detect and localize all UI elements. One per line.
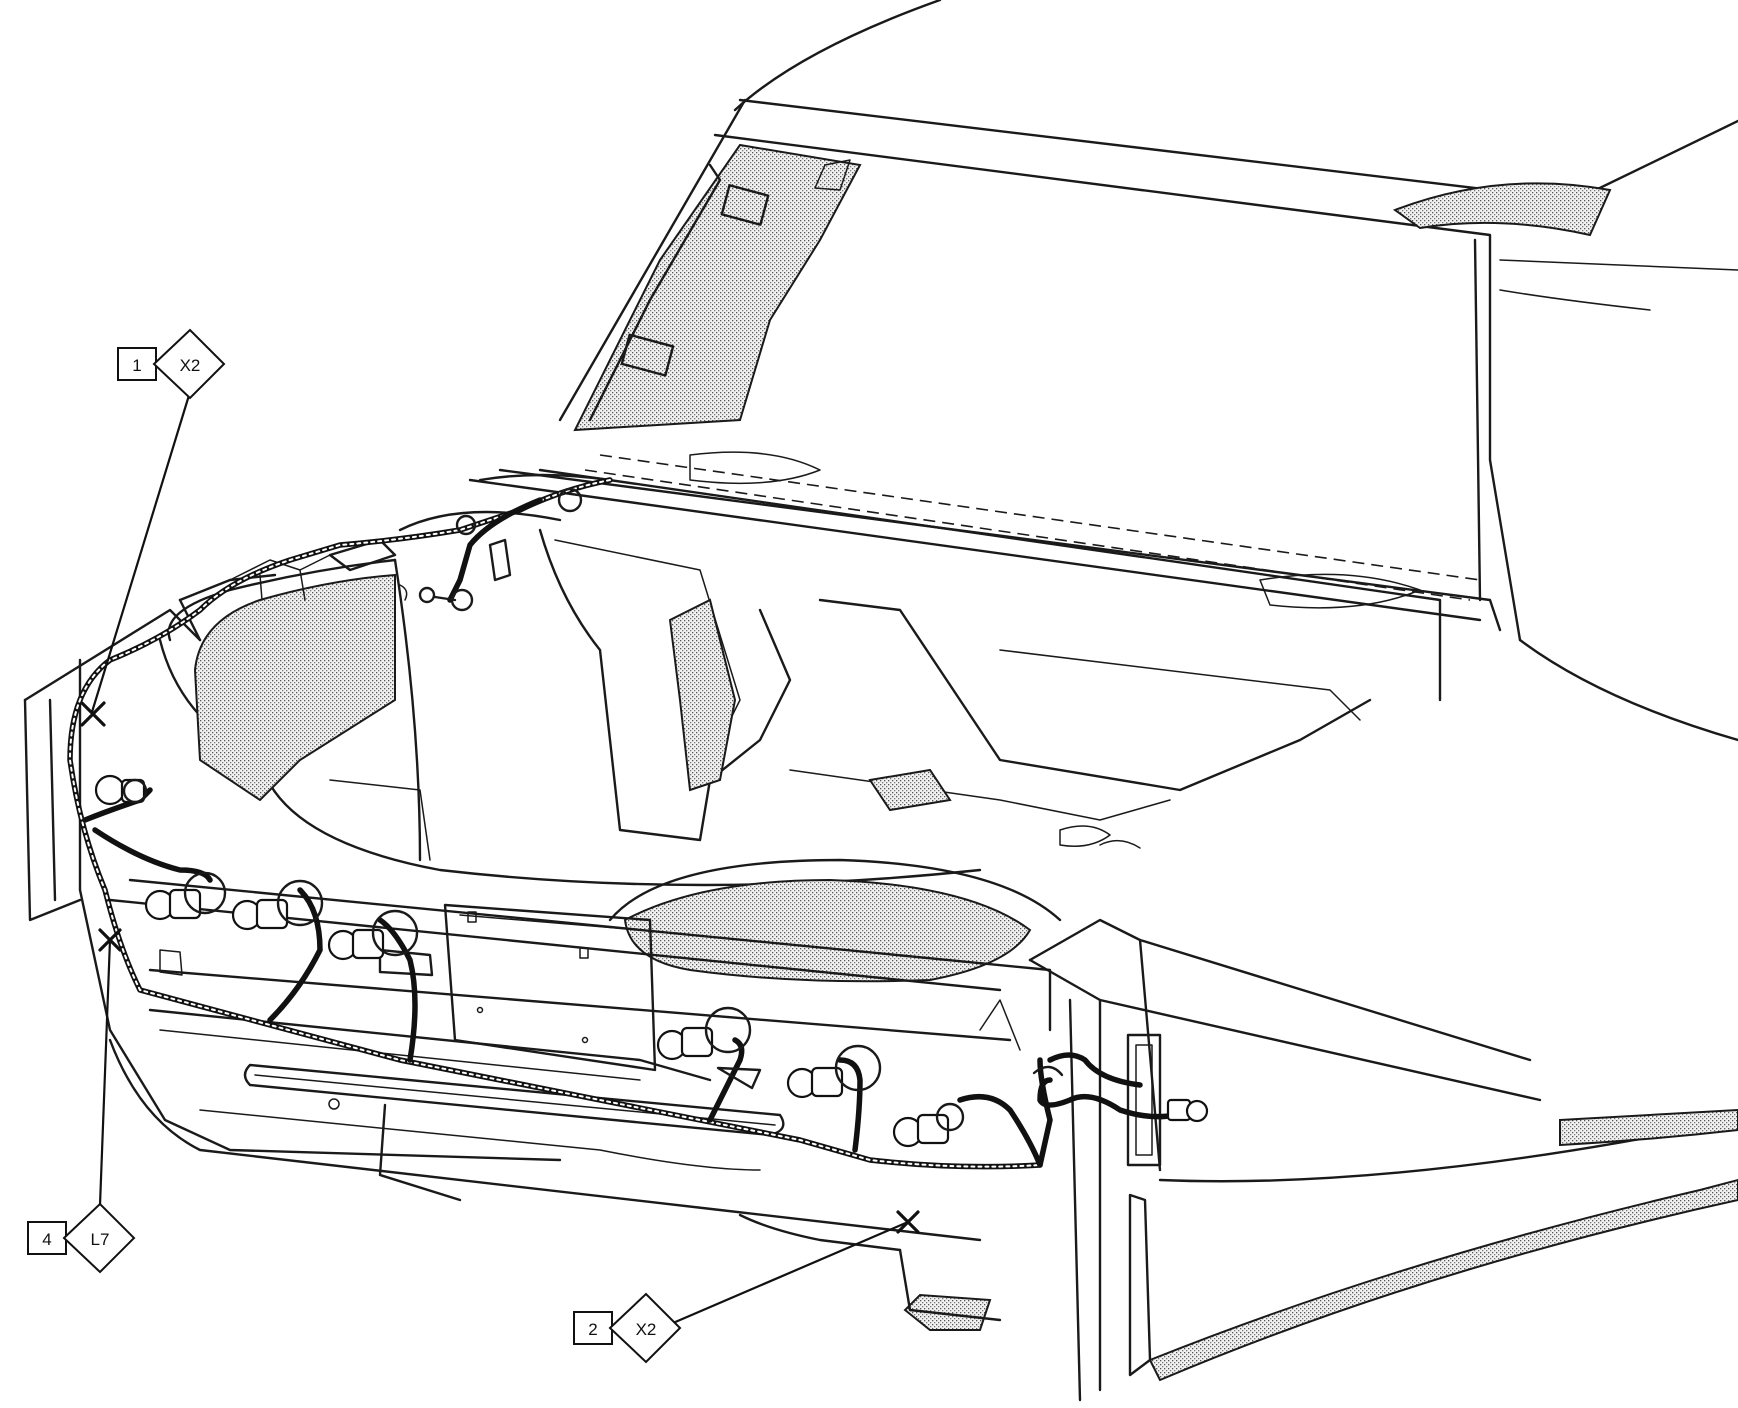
callout-code: X2 [636, 1320, 657, 1339]
harness-clips [455, 487, 1064, 1077]
wiring-harness [67, 477, 1178, 1170]
vehicle-body [23, 0, 1738, 1402]
bulb-6 [892, 1102, 965, 1148]
callout-2: 2 X2 [573, 1292, 682, 1364]
bulb-left-corner [94, 774, 148, 806]
callout-number: 2 [588, 1320, 597, 1339]
callout-diamond [152, 328, 226, 400]
bulb-2 [231, 879, 324, 931]
callout-1: 1 X2 [117, 328, 226, 400]
trunk-lamp [418, 538, 512, 612]
leader-lines [90, 391, 909, 1325]
callout-code: X2 [180, 356, 201, 375]
callout-number: 4 [42, 1230, 51, 1249]
bulb-3 [327, 909, 419, 961]
callout-number-box [573, 1311, 613, 1345]
callout-4: 4 L7 [27, 1202, 136, 1274]
bulb-5 [786, 1044, 882, 1099]
bulb-4 [656, 1006, 762, 1090]
bulb-1 [144, 871, 227, 921]
lamp-sockets [94, 487, 1209, 1148]
callout-diamond [608, 1292, 682, 1364]
callout-diamond [62, 1202, 136, 1274]
callout-code: L7 [91, 1230, 110, 1249]
callout-number: 1 [132, 356, 141, 375]
bulb-license [1166, 1098, 1209, 1123]
